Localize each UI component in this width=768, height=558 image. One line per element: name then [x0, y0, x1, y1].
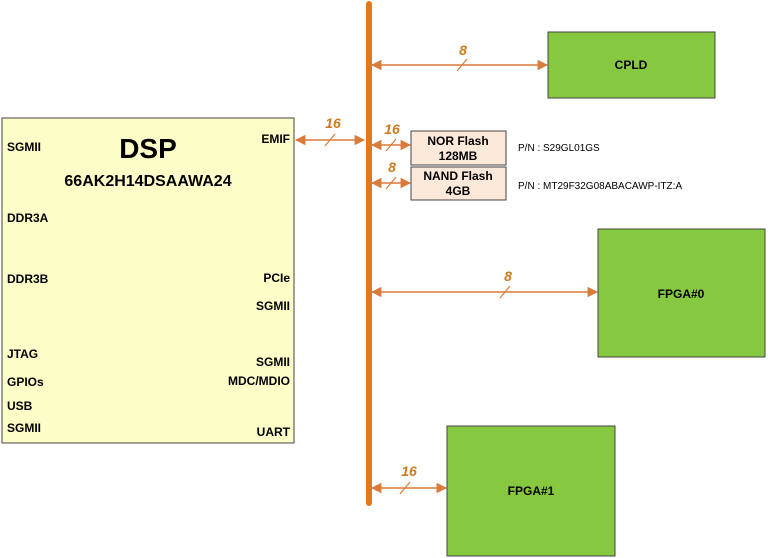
dsp-port-pcie: PCIe — [263, 271, 290, 285]
cpld-label: CPLD — [615, 58, 648, 72]
dsp-port-ddr3b: DDR3B — [7, 272, 49, 286]
dsp-port-ddr3a: DDR3A — [7, 211, 49, 225]
fpga1-block: FPGA#1 — [446, 425, 616, 557]
nand-flash-box — [410, 166, 507, 201]
nor-flash-name: NOR Flash — [427, 134, 488, 148]
nand-flash-part-number: P/N : MT29F32G08ABACAWP-ITZ:A — [518, 181, 682, 192]
cpld-link: 8 — [370, 42, 549, 72]
dsp-port-sgmii-right-2: SGMII — [256, 355, 290, 369]
nand-flash-name: NAND Flash — [423, 169, 492, 183]
fpga1-width: 16 — [401, 463, 417, 479]
fpga0-label: FPGA#0 — [658, 287, 705, 301]
nand-flash-size: 4GB — [446, 184, 471, 198]
nor-flash-box — [410, 130, 507, 166]
dsp-box — [1, 117, 295, 444]
dsp-port-jtag: JTAG — [7, 347, 38, 361]
cpld-width: 8 — [459, 42, 467, 58]
cpld-block: CPLD — [547, 31, 716, 99]
nand-flash-block: NAND Flash 4GB P/N : MT29F32G08ABACAWP-I… — [410, 166, 682, 201]
dsp-block: DSP 66AK2H14DSAAWA24 SGMII DDR3A DDR3B J… — [1, 117, 295, 444]
dsp-port-gpios: GPIOs — [7, 375, 44, 389]
dsp-port-emif: EMIF — [261, 132, 290, 146]
emif-link: 16 — [294, 115, 366, 147]
fpga1-label: FPGA#1 — [508, 484, 555, 498]
emif-width: 16 — [325, 115, 341, 131]
fpga1-link: 16 — [370, 463, 448, 495]
dsp-port-mdc-mdio: MDC/MDIO — [228, 374, 290, 388]
nor-flash-part-number: P/N : S29GL01GS — [518, 143, 600, 154]
nor-width: 16 — [384, 121, 400, 137]
nor-link: 16 — [370, 121, 412, 152]
nor-flash-size: 128MB — [439, 149, 478, 163]
fpga0-link: 8 — [370, 268, 599, 299]
dsp-port-sgmii-left-2: SGMII — [7, 421, 41, 435]
fpga0-box — [597, 228, 766, 358]
nand-link: 8 — [370, 159, 412, 190]
nand-width: 8 — [388, 159, 396, 175]
dsp-title: DSP — [119, 133, 177, 164]
fpga0-width: 8 — [504, 268, 512, 284]
dsp-port-uart: UART — [257, 425, 291, 439]
dsp-part-number: 66AK2H14DSAAWA24 — [64, 173, 231, 190]
fpga1-box — [446, 425, 616, 557]
fpga0-block: FPGA#0 — [597, 228, 766, 358]
dsp-port-sgmii-left-1: SGMII — [7, 140, 41, 154]
dsp-port-sgmii-right-1: SGMII — [256, 299, 290, 313]
nor-flash-block: NOR Flash 128MB P/N : S29GL01GS — [410, 130, 600, 166]
dsp-port-usb: USB — [7, 399, 33, 413]
cpld-box — [547, 31, 716, 99]
